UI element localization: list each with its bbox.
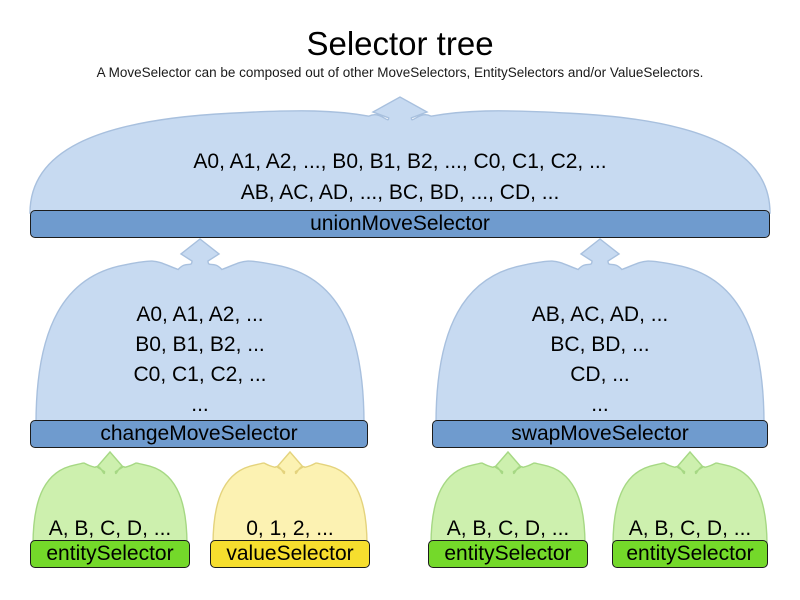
- page-title: Selector tree: [306, 25, 494, 62]
- value-line: 0, 1, 2, ...: [246, 517, 334, 540]
- value-line: A, B, C, D, ...: [48, 517, 172, 540]
- union-cloud-shape: [29, 96, 771, 214]
- entity-values-1: A, B, C, D, ...: [33, 514, 187, 544]
- value-selector-bar: valueSelector: [210, 540, 370, 568]
- swap-bell-shape: [435, 238, 765, 425]
- value-line: ...: [191, 393, 209, 416]
- entity-selector-bar-2: entitySelector: [428, 540, 588, 568]
- change-bell-shape: [35, 238, 365, 425]
- swap-values: AB, AC, AD, ... BC, BD, ... CD, ... ...: [436, 300, 764, 420]
- change-selector-bar: changeMoveSelector: [30, 420, 368, 448]
- value-line: CD, ...: [570, 363, 630, 386]
- value-line: A, B, C, D, ...: [628, 517, 752, 540]
- value-values: 0, 1, 2, ...: [213, 514, 367, 544]
- entity-values-3: A, B, C, D, ...: [613, 514, 767, 544]
- entity-bell-shape-3: [612, 450, 768, 546]
- value-line: A0, A1, A2, ..., B0, B1, B2, ..., C0, C1…: [193, 150, 607, 173]
- entity-bell-shape-1: [32, 450, 188, 546]
- value-line: ...: [591, 393, 609, 416]
- value-line: BC, BD, ...: [550, 333, 650, 356]
- value-bell-shape: [212, 450, 368, 546]
- value-line: A, B, C, D, ...: [446, 517, 570, 540]
- union-selector-bar: unionMoveSelector: [30, 210, 770, 238]
- entity-selector-bar-1: entitySelector: [30, 540, 190, 568]
- entity-bell-shape-2: [430, 450, 586, 546]
- change-values: A0, A1, A2, ... B0, B1, B2, ... C0, C1, …: [36, 300, 364, 420]
- value-line: B0, B1, B2, ...: [135, 333, 265, 356]
- value-line: C0, C1, C2, ...: [133, 363, 267, 386]
- entity-values-2: A, B, C, D, ...: [431, 514, 585, 544]
- swap-selector-bar: swapMoveSelector: [432, 420, 768, 448]
- page-subtitle: A MoveSelector can be composed out of ot…: [96, 65, 704, 80]
- value-line: AB, AC, AD, ..., BC, BD, ..., CD, ...: [240, 181, 560, 204]
- value-line: A0, A1, A2, ...: [136, 303, 264, 326]
- union-values: A0, A1, A2, ..., B0, B1, B2, ..., C0, C1…: [30, 146, 770, 208]
- value-line: AB, AC, AD, ...: [531, 303, 669, 326]
- entity-selector-bar-3: entitySelector: [612, 540, 768, 568]
